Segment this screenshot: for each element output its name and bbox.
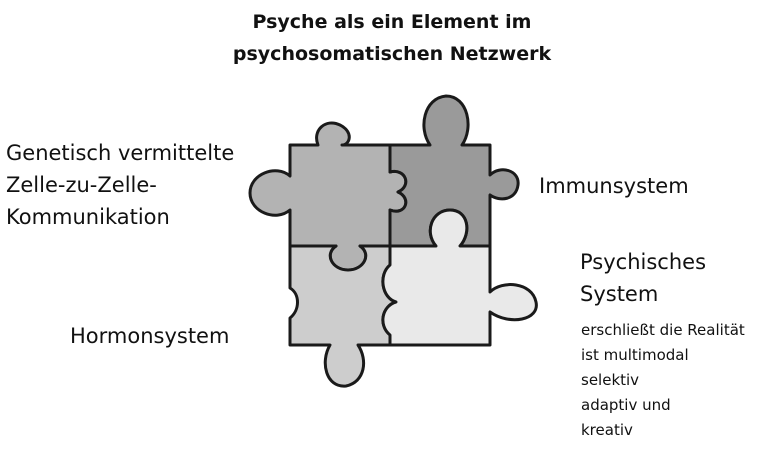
label-psychic-line-2: System <box>580 282 659 306</box>
label-genetic-communication: Genetisch vermittelte Zelle-zu-Zelle- Ko… <box>6 137 234 233</box>
psychic-trait: adaptiv und <box>581 396 671 414</box>
label-psychic-line-1: Psychisches <box>580 250 707 274</box>
label-psychic-system: Psychisches System <box>580 246 706 310</box>
psychic-trait: erschließt die Realität <box>581 321 745 339</box>
label-genetic-line-1: Genetisch vermittelte <box>6 141 235 165</box>
psychic-traits-list: erschließt die Realität ist multimodal s… <box>581 318 745 443</box>
psychic-trait: kreativ <box>581 421 633 439</box>
label-genetic-line-3: Kommunikation <box>6 205 170 229</box>
psychic-trait: selektiv <box>581 371 640 389</box>
label-hormone-system: Hormonsystem <box>70 324 230 348</box>
puzzle-piece-psychic <box>381 208 538 347</box>
title-line-1: Psyche als ein Element im <box>252 11 532 33</box>
diagram-title: Psyche als ein Element im psychosomatisc… <box>0 6 784 70</box>
title-line-2: psychosomatischen Netzwerk <box>232 43 552 65</box>
psychic-trait: ist multimodal <box>581 346 689 364</box>
label-genetic-line-2: Zelle-zu-Zelle- <box>6 173 157 197</box>
label-immune-system: Immunsystem <box>539 174 689 198</box>
puzzle-piece-immune <box>388 94 520 248</box>
